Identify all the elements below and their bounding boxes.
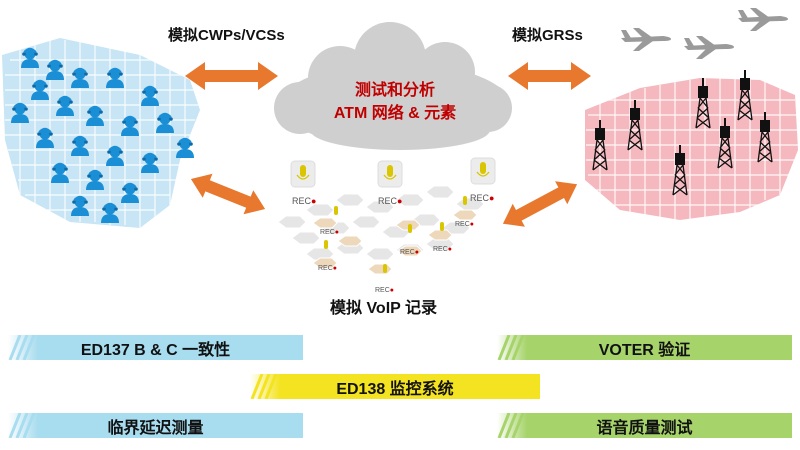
rec-label: REC● — [318, 265, 338, 272]
grs-label: 模拟GRSs — [512, 27, 583, 44]
airplane-icon — [738, 8, 788, 31]
microphone-icon — [334, 206, 338, 215]
voice-quality-label: 语音质量测试 — [596, 419, 693, 437]
rec-label: REC● — [378, 196, 403, 206]
arrows — [185, 62, 591, 227]
voter-validation-label: VOTER 验证 — [598, 341, 691, 359]
microphone-icon — [383, 264, 387, 273]
ed137-conformance-label: ED137 B & C 一致性 — [80, 341, 231, 359]
voter-validation-bar: VOTER 验证 — [497, 335, 792, 360]
critical-latency-bar: 临界延迟测量 — [8, 413, 303, 438]
microphone-icon — [440, 222, 444, 231]
cloud-title-line2: ATM 网络 & 元素 — [333, 105, 457, 122]
cloud-title-line1: 测试和分析 — [354, 82, 435, 99]
cloud-shape — [274, 22, 512, 150]
rec-label: REC● — [400, 249, 420, 256]
airplane-icon — [684, 36, 734, 59]
ed138-monitoring-label: ED138 监控系统 — [336, 380, 454, 398]
arrow-cwp-cloud — [185, 62, 278, 90]
voice-quality-bar: 语音质量测试 — [497, 413, 792, 438]
rec-label: REC● — [455, 221, 475, 228]
ed138-monitoring-bar: ED138 监控系统 — [250, 374, 540, 399]
critical-latency-label: 临界延迟测量 — [107, 419, 204, 437]
microphone-icon — [463, 196, 467, 205]
airplane-icons — [621, 8, 788, 59]
grs-hex-field — [585, 78, 798, 220]
microphone-icon — [377, 160, 403, 188]
diagram-canvas — [2, 8, 798, 275]
rec-label: REC● — [470, 193, 495, 203]
microphone-icon — [324, 240, 328, 249]
arrow-voip-grs — [502, 181, 578, 227]
microphone-icon — [290, 160, 316, 188]
ed137-conformance-bar: ED137 B & C 一致性 — [8, 335, 303, 360]
rec-label: REC● — [433, 246, 453, 253]
arrow-cloud-grs — [508, 62, 591, 90]
microphone-icons — [290, 157, 496, 273]
microphone-icon — [470, 157, 496, 185]
arrow-cwp-voip — [190, 173, 266, 215]
voip-label: 模拟 VoIP 记录 — [330, 300, 437, 317]
cwp-vcs-label: 模拟CWPs/VCSs — [168, 27, 285, 44]
airplane-icon — [621, 28, 671, 51]
rec-label: REC● — [375, 287, 395, 294]
rec-label: REC● — [292, 196, 317, 206]
microphone-icon — [408, 224, 412, 233]
rec-label: REC● — [320, 229, 340, 236]
